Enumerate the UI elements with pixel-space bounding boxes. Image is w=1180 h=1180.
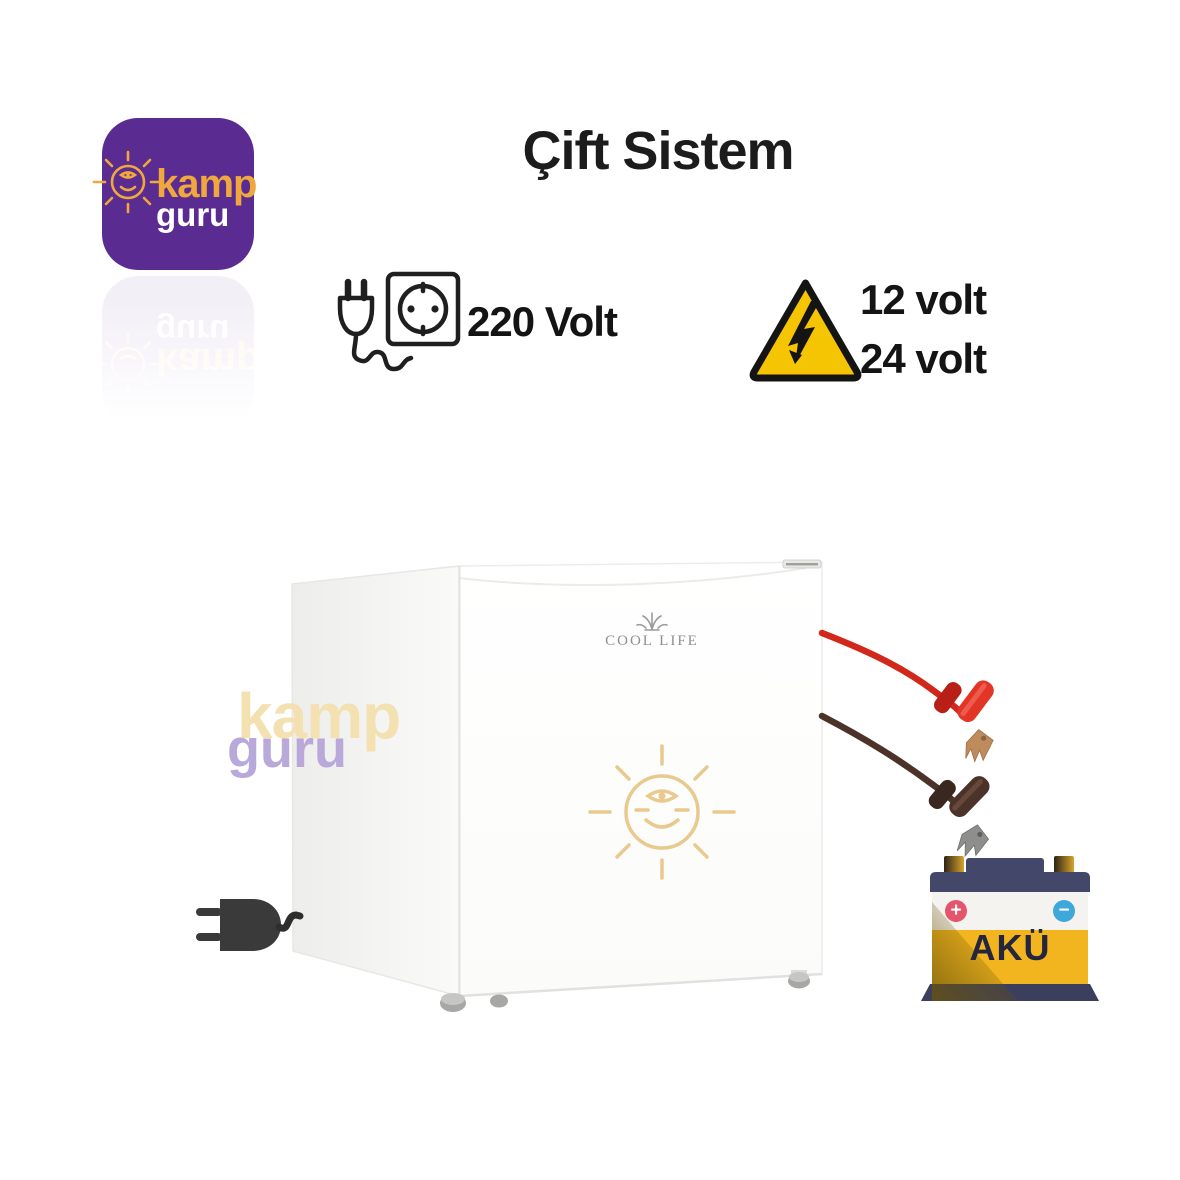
lightning-arrowhead bbox=[789, 350, 802, 364]
logo-kamp: kamp bbox=[156, 162, 257, 206]
logo-sun-face-icon bbox=[92, 150, 164, 214]
cool-life-crown-emblem bbox=[636, 612, 668, 631]
dc-voltage-label-24: 24 volt bbox=[860, 335, 987, 382]
logo-sun-face-icon bbox=[92, 332, 164, 396]
battery-shadow bbox=[932, 902, 1018, 1001]
lightning-bolt bbox=[788, 301, 820, 364]
red-cable bbox=[818, 629, 968, 720]
plug-and-socket-icon bbox=[337, 271, 461, 372]
watermark-guru: guru bbox=[227, 719, 347, 779]
brown-cable-sleeve bbox=[928, 779, 956, 810]
fridge-foot-top bbox=[789, 972, 809, 982]
battery-terminal bbox=[1054, 856, 1074, 874]
battery-terminal bbox=[944, 856, 964, 874]
fridge-foot bbox=[490, 994, 508, 1008]
fridge-foot-top bbox=[441, 993, 465, 1005]
plug-prong bbox=[196, 933, 222, 941]
dc-voltage-label-12: 12 volt bbox=[860, 276, 987, 323]
door-handle-slot bbox=[786, 563, 818, 566]
kampguru-logo: kamp guru bbox=[92, 118, 257, 270]
fridge-side-panel bbox=[291, 565, 460, 997]
logo-reflection: kamp guru bbox=[92, 276, 261, 428]
logo-guru: guru bbox=[156, 196, 230, 233]
fridge-door bbox=[458, 561, 823, 997]
battery-plus-icon bbox=[945, 900, 967, 922]
clamp-screw bbox=[980, 735, 987, 741]
plug-cable bbox=[275, 911, 304, 932]
logo-guru: guru bbox=[156, 313, 230, 350]
black-jumper-clamp-icon bbox=[818, 712, 990, 858]
red-cable-sleeve bbox=[933, 682, 962, 714]
fridge-brand-label: COOL LIFE bbox=[605, 633, 699, 649]
red-jumper-clamp-icon bbox=[818, 629, 994, 763]
battery-minus-icon bbox=[1053, 900, 1075, 922]
fridge-door-sun-face-icon bbox=[588, 744, 736, 880]
battery-lid-raise bbox=[966, 858, 1044, 874]
brown-cable bbox=[818, 712, 962, 810]
battery-minus-sign: − bbox=[1058, 900, 1070, 921]
red-clamp-highlight bbox=[960, 683, 987, 717]
door-top-seam bbox=[458, 567, 807, 587]
battery-lid bbox=[930, 872, 1090, 892]
red-clamp-jaw bbox=[965, 729, 994, 763]
fridge-bottom-edge bbox=[458, 972, 823, 998]
mini-fridge bbox=[291, 559, 823, 1012]
high-voltage-triangle-icon bbox=[749, 279, 862, 382]
battery-plus-sign: + bbox=[950, 900, 962, 921]
clamp-screw bbox=[977, 831, 983, 838]
page-title: Çift Sistem bbox=[522, 121, 794, 181]
black-clamp-highlight bbox=[952, 779, 983, 811]
watermark-kamp: kamp bbox=[237, 680, 401, 752]
battery-label: AKÜ bbox=[969, 927, 1051, 968]
plug-body bbox=[220, 899, 281, 951]
power-plug-icon bbox=[196, 899, 304, 951]
car-battery-icon bbox=[921, 856, 1099, 1001]
plug-prong bbox=[196, 908, 222, 916]
ac-voltage-label: 220 Volt bbox=[467, 298, 618, 345]
